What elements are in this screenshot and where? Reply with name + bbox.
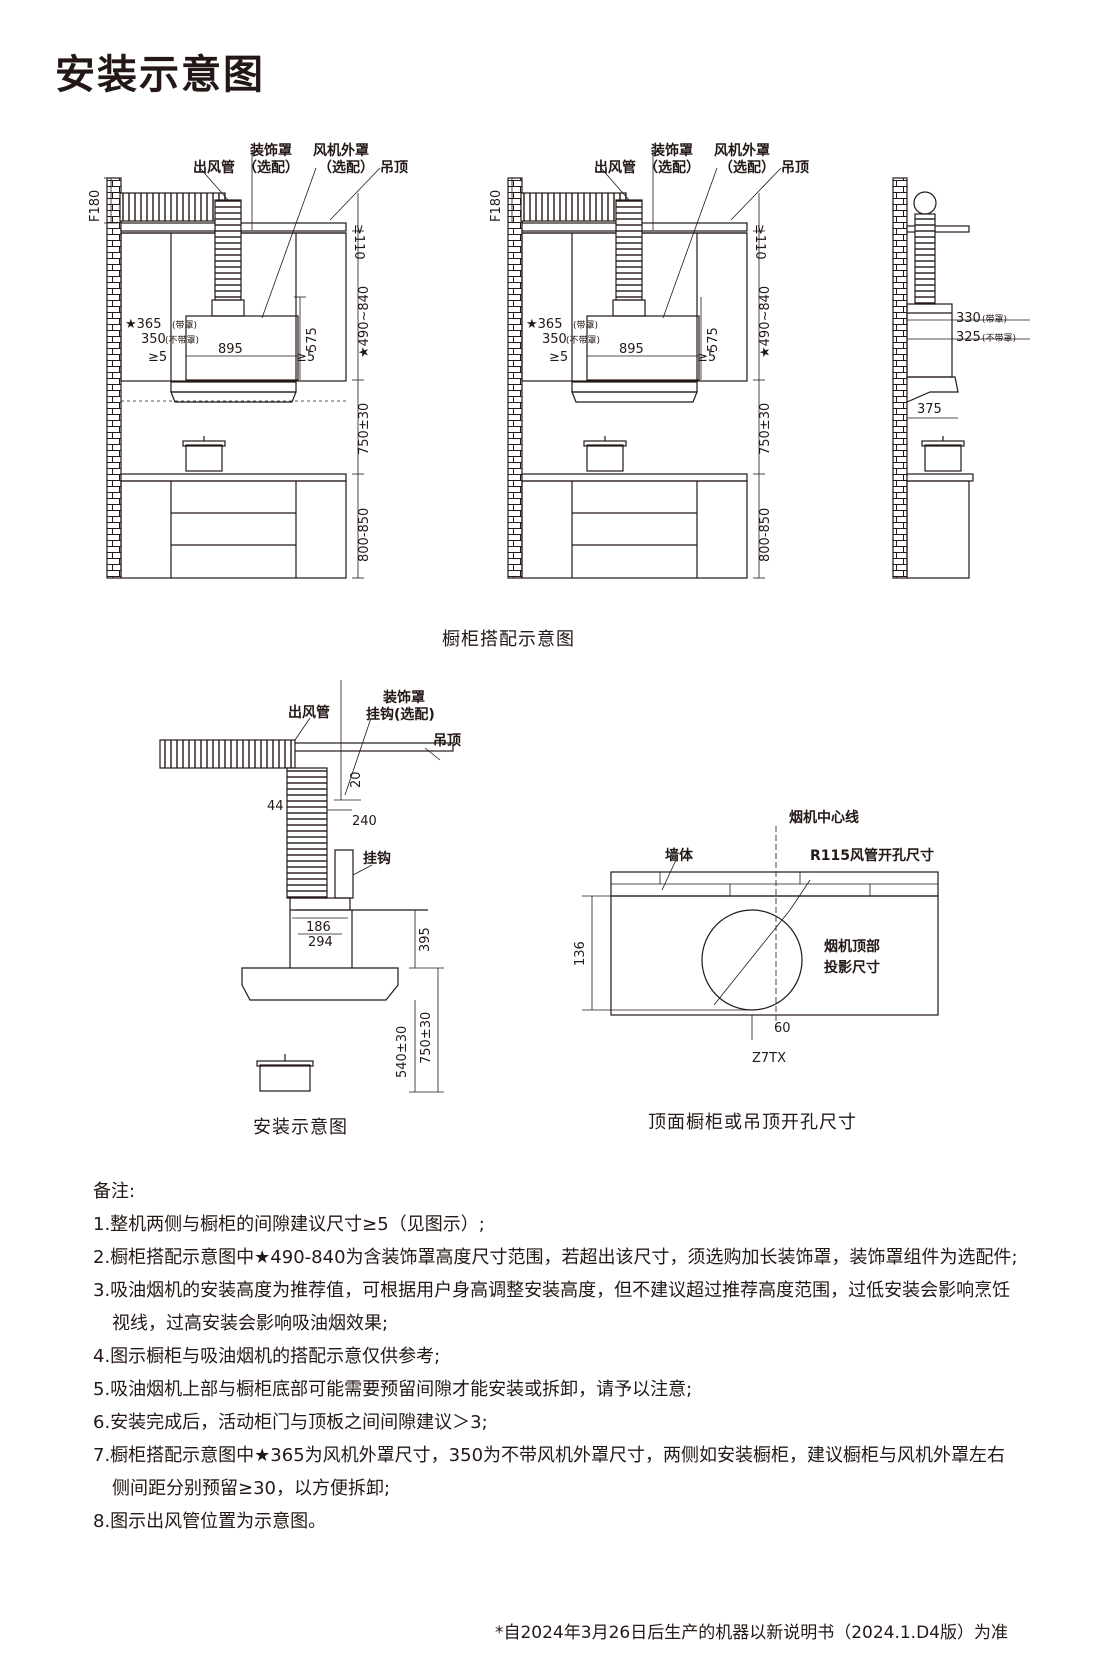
opening-diagram: 烟机中心线 墙体 R115风管开孔尺寸 烟机顶部 投影尺寸 136 60 Z7T… (573, 809, 939, 1066)
dim-136: 136 (573, 941, 588, 966)
label-cover-2: （选配） (644, 159, 700, 176)
dim-f180: F180 (489, 190, 504, 222)
caption-cabinet: 橱柜搭配示意图 (442, 629, 575, 650)
dim-range: ★490~840 (357, 286, 372, 358)
dim-895: 895 (218, 342, 243, 357)
dim-186: 186 (306, 920, 331, 935)
label-duct-2: 出风管 (288, 704, 330, 721)
dim-range: ★490~840 (758, 286, 773, 358)
label-fan-2: （选配） (719, 159, 775, 176)
note-item: 4.图示橱柜与吸油烟机的搭配示意仅供参考; (93, 1346, 441, 1367)
dim-install: 750±30 (357, 403, 372, 455)
dim-counter: 800-850 (758, 508, 773, 562)
label-projection-1: 烟机顶部 (824, 938, 880, 955)
label-fan-1: 风机外罩 (714, 142, 770, 159)
note-item: 3.吸油烟机的安装高度为推荐值，可根据用户身高调整安装高度，但不建议超过推荐高度… (93, 1280, 1011, 1334)
dim-575: 575 (305, 327, 320, 352)
label-wall: 墙体 (665, 847, 694, 864)
label-cover-hook-1: 装饰罩 (382, 689, 425, 706)
notes-section: 备注: 1.整机两侧与橱柜的间隙建议尺寸≥5（见图示）; 2.橱柜搭配示意图中★… (93, 1175, 1023, 1538)
label-fan-1: 风机外罩 (313, 142, 369, 159)
note-item: 2.橱柜搭配示意图中★490-840为含装饰罩高度尺寸范围，若超出该尺寸，须选购… (93, 1247, 1018, 1268)
dim-ge110: ≥110 (351, 224, 366, 260)
dim-gap-left: ≥5 (148, 350, 167, 365)
note-item: 5.吸油烟机上部与橱柜底部可能需要预留间隙才能安装或拆卸，请予以注意; (93, 1379, 693, 1400)
dim-install: 750±30 (758, 403, 773, 455)
dim-44: 44 (267, 799, 284, 814)
dim-540: 540±30 (395, 1026, 410, 1078)
caption-installation: 安装示意图 (253, 1117, 348, 1138)
dim-895: 895 (619, 342, 644, 357)
dim-365: ★365 (125, 317, 161, 332)
dim-750: 750±30 (419, 1012, 434, 1064)
notes-list: 1.整机两侧与橱柜的间隙建议尺寸≥5（见图示）; 2.橱柜搭配示意图中★490-… (93, 1208, 1023, 1538)
dim-294: 294 (308, 935, 333, 950)
dim-f180: F180 (88, 190, 103, 222)
notes-heading: 备注: (93, 1181, 136, 1202)
dim-ge110: ≥110 (752, 224, 767, 260)
dim-365-note: (带罩) (172, 320, 197, 331)
note-item: 8.图示出风管位置为示意图。 (93, 1511, 327, 1532)
label-duct: 出风管 (193, 159, 235, 176)
dim-counter: 800-850 (357, 508, 372, 562)
dim-575: 575 (706, 327, 721, 352)
note-item: 6.安装完成后，活动柜门与顶板之间间隙建议＞3; (93, 1412, 488, 1433)
dim-60: 60 (774, 1021, 791, 1036)
dim-240: 240 (352, 814, 377, 829)
dim-350-note: (不带罩) (566, 335, 600, 346)
dim-375: 375 (917, 402, 942, 417)
model-name: Z7TX (752, 1051, 786, 1066)
dim-330-note: (带罩) (982, 314, 1007, 325)
note-item: 7.橱柜搭配示意图中★365为风机外罩尺寸，350为不带风机外罩尺寸，两侧如安装… (93, 1445, 1006, 1499)
label-cover-2: （选配） (243, 159, 299, 176)
installation-diagram: 出风管 装饰罩 挂钩(选配) 吊顶 挂钩 20 44 240 186 294 3… (159, 680, 461, 1093)
caption-opening: 顶面橱柜或吊顶开孔尺寸 (648, 1112, 857, 1133)
dim-350: 350 (542, 332, 567, 347)
dim-395: 395 (418, 927, 433, 952)
label-ceiling: 吊顶 (380, 160, 408, 176)
footnote: *自2024年3月26日后生产的机器以新说明书（2024.1.D4版）为准 (494, 1623, 1008, 1643)
dim-365-note: (带罩) (573, 320, 598, 331)
dim-325: 325 (956, 330, 981, 345)
dim-330: 330 (956, 311, 981, 326)
label-duct: 出风管 (594, 159, 636, 176)
cabinet-diagram-middle: 出风管 装饰罩 （选配） 风机外罩 （选配） 吊顶 F180 ≥110 ★490… (489, 142, 809, 579)
label-hook: 挂钩 (363, 850, 391, 867)
label-projection-2: 投影尺寸 (824, 959, 880, 976)
dim-gap-right: ≥5 (296, 350, 315, 365)
dim-350-note: (不带罩) (165, 335, 199, 346)
dim-365: ★365 (526, 317, 562, 332)
label-centerline: 烟机中心线 (789, 809, 859, 826)
page-title: 安装示意图 (55, 52, 265, 98)
cabinet-diagram-left (104, 150, 381, 579)
label-cover-1: 装饰罩 (249, 142, 292, 159)
dim-325-note: (不带罩) (982, 333, 1016, 344)
cabinet-diagram-left-labels: 出风管 装饰罩 （选配） 风机外罩 （选配） 吊顶 F180 ≥110 ★490… (88, 142, 408, 562)
dim-350: 350 (141, 332, 166, 347)
label-fan-2: （选配） (318, 159, 374, 176)
label-ceiling: 吊顶 (781, 160, 809, 176)
dim-gap-right: ≥5 (697, 350, 716, 365)
label-cover-hook-2: 挂钩(选配) (366, 706, 435, 723)
note-item: 1.整机两侧与橱柜的间隙建议尺寸≥5（见图示）; (93, 1214, 485, 1235)
cabinet-diagram-side: 330 (带罩) 325 (不带罩) 375 (892, 177, 1030, 579)
label-cover-1: 装饰罩 (650, 142, 693, 159)
label-hole: R115风管开孔尺寸 (810, 847, 934, 864)
dim-20: 20 (349, 771, 364, 788)
dim-gap-left: ≥5 (549, 350, 568, 365)
label-ceiling-2: 吊顶 (433, 733, 461, 749)
